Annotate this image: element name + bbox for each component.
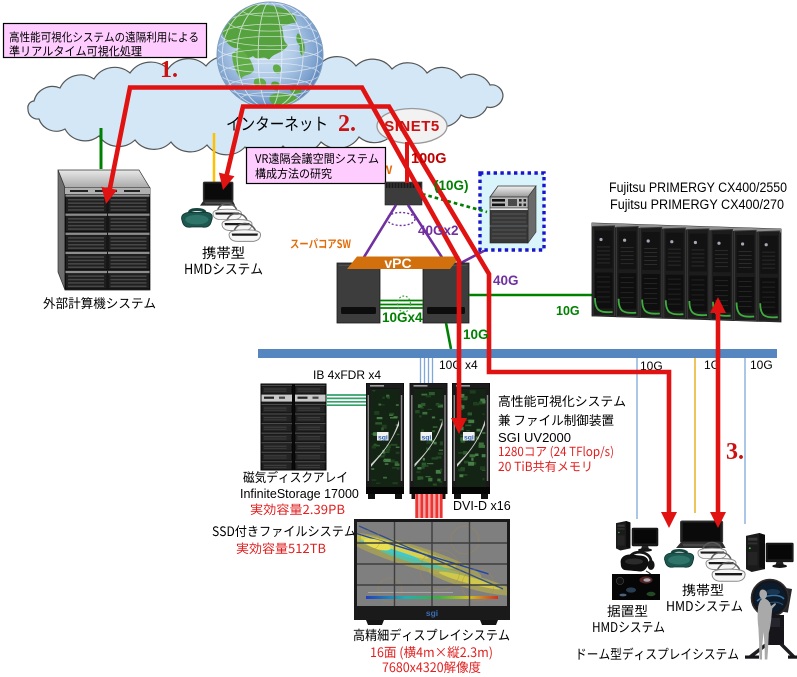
- svg-text:10G: 10G: [640, 359, 663, 373]
- svg-text:100G: 100G: [411, 151, 446, 167]
- svg-text:3.: 3.: [726, 439, 744, 465]
- svg-text:InfiniteStorage 17000: InfiniteStorage 17000: [240, 487, 359, 501]
- svg-text:sgi: sgi: [378, 434, 388, 441]
- svg-text:Fujitsu PRIMERGY CX400/270: Fujitsu PRIMERGY CX400/270: [610, 197, 784, 212]
- svg-text:10G: 10G: [463, 327, 489, 342]
- svg-text:IB 4xFDR x4: IB 4xFDR x4: [313, 368, 381, 382]
- svg-text:sgi: sgi: [464, 434, 474, 441]
- svg-text:SINET5: SINET5: [384, 118, 440, 135]
- svg-text:2.: 2.: [338, 111, 356, 137]
- svg-text:40Gx2: 40Gx2: [418, 223, 459, 238]
- svg-text:DVI-D x16: DVI-D x16: [453, 499, 511, 513]
- svg-text:vPC: vPC: [384, 255, 411, 271]
- svg-text:10G: 10G: [556, 304, 580, 318]
- svg-text:SGI UV2000: SGI UV2000: [498, 430, 571, 445]
- svg-text:sgi: sgi: [426, 608, 438, 618]
- svg-text:(10G): (10G): [434, 178, 469, 193]
- svg-text:Fujitsu PRIMERGY CX400/2550: Fujitsu PRIMERGY CX400/2550: [609, 180, 787, 195]
- svg-text:40G: 40G: [493, 273, 519, 288]
- svg-text:10Gx4: 10Gx4: [382, 310, 423, 325]
- svg-text:10G: 10G: [750, 358, 773, 372]
- svg-text:sgi: sgi: [422, 434, 432, 441]
- svg-text:1.: 1.: [160, 57, 178, 83]
